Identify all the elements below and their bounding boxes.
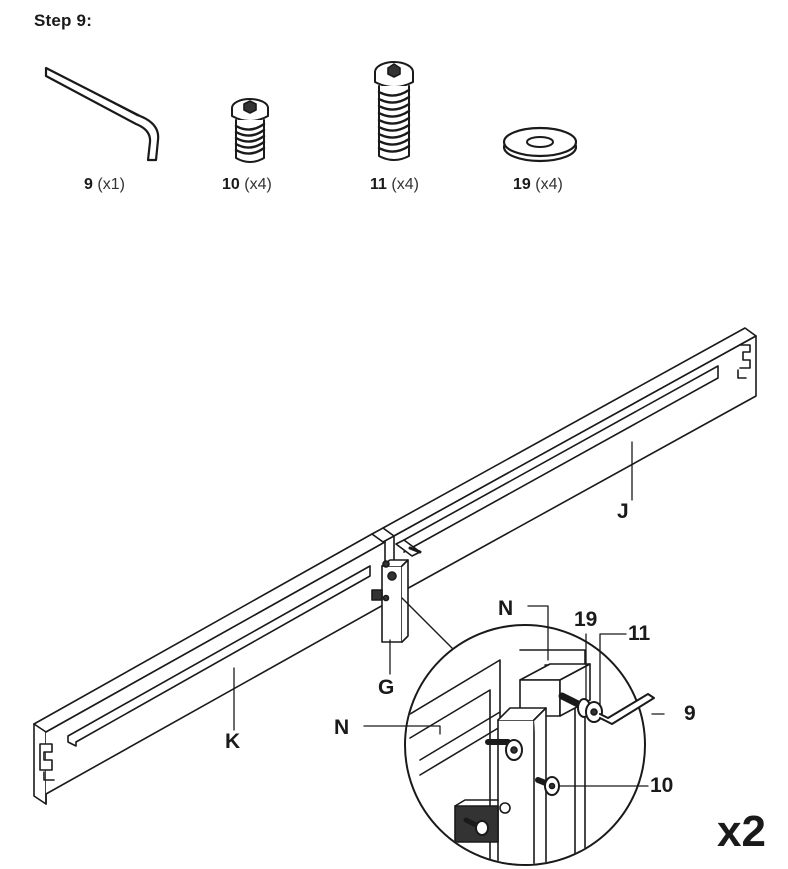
detail-magnifier [404,624,655,866]
part-label-hex-key: 9 (x1) [84,176,125,194]
leader-lines [233,441,665,787]
long-bolt-icon [374,61,414,161]
part-qty: (x4) [391,176,419,193]
washer-icon [502,126,578,163]
part-id: 9 [84,176,93,193]
callout-k: K [225,730,241,753]
callout-short-bolt: 10 [650,774,674,797]
part-qty: (x4) [244,176,272,193]
part-qty: (x1) [97,176,125,193]
callout-hex-key: 9 [684,702,696,725]
callout-n-top: N [498,597,514,620]
callout-j: J [617,500,629,523]
detail-bolt-lower [535,776,560,796]
part-id: 19 [513,176,531,193]
detail-long-bolt [558,692,603,723]
short-bolt-icon [231,98,269,163]
part-id: 10 [222,176,240,193]
hex-key-icon [44,66,160,162]
callout-long-bolt: 11 [628,622,651,645]
detail-hex-key [599,693,655,725]
detail-bolt-plate [463,817,489,836]
rail-k [33,533,386,805]
quantity-multiplier: x2 [717,807,766,856]
callout-n-left: N [334,716,350,739]
rail-j [382,327,757,597]
part-label-short-bolt: 10 (x4) [222,176,272,194]
part-qty: (x4) [535,176,563,193]
step-title: Step 9: [34,11,93,30]
part-label-long-bolt: 11 (x4) [370,176,419,194]
detail-bolt-upper [485,739,523,761]
part-id: 11 [370,176,387,193]
part-label-washer: 19 (x4) [513,176,563,194]
callout-g: G [378,676,395,699]
callout-washer: 19 [574,608,598,631]
